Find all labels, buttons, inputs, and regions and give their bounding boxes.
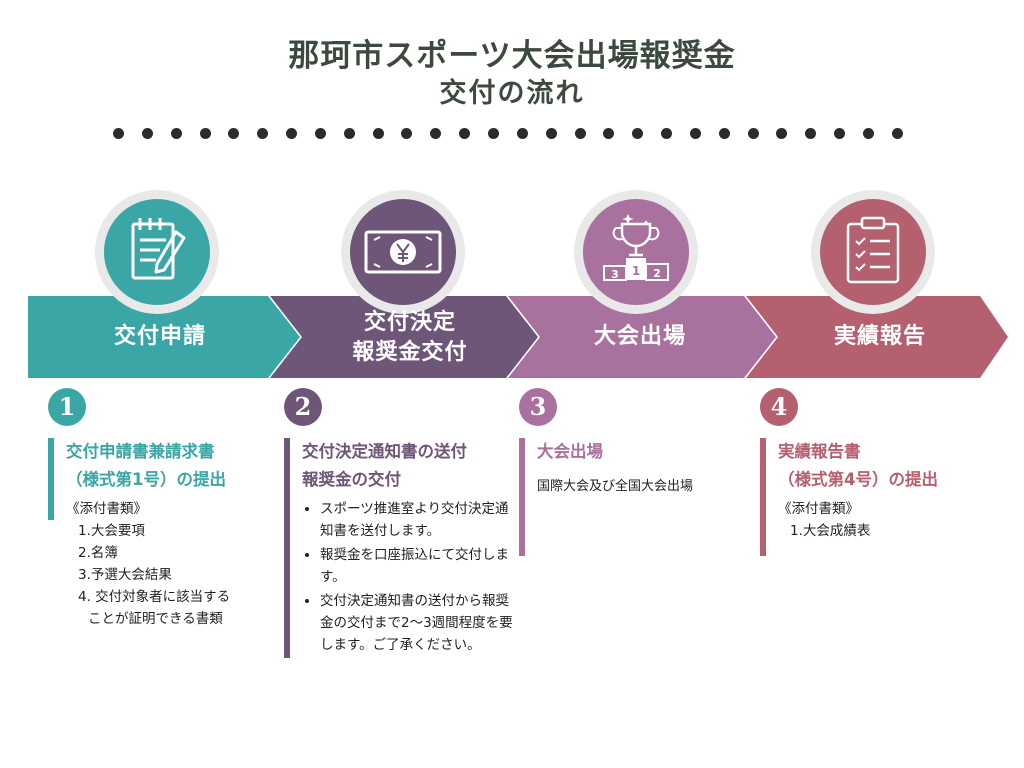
- flow-arrows: 3 1 2: [28, 190, 1008, 378]
- step-4-attach-title: 《添付書類》: [778, 501, 859, 517]
- page-title: 那珂市スポーツ大会出場報奨金 交付の流れ: [0, 36, 1024, 112]
- step-3-number: 3: [519, 388, 557, 426]
- step-3-label: 大会出場: [593, 324, 686, 349]
- step-3-text: 国際大会及び全国大会出場: [537, 479, 694, 494]
- step-1-number: 1: [48, 388, 86, 426]
- step-2-label-line-2: 報奨金交付: [352, 340, 468, 365]
- step-4-heading-line-2: （様式第4号）の提出: [778, 470, 938, 489]
- checklist-clipboard-icon: [811, 190, 935, 314]
- step-1-item-1: 1.大会要項: [78, 523, 145, 539]
- step-2-label: 交付決定 報奨金交付: [310, 308, 510, 368]
- step-2-bullet-1: スポーツ推進室より交付決定通知書を送付します。: [320, 498, 520, 542]
- step-4-detail: 実績報告書 （様式第4号）の提出 《添付書類》 1.大会成績表: [760, 438, 985, 556]
- step-2-heading-line-1: 交付決定通知書の送付: [302, 442, 467, 461]
- podium-first: 1: [632, 264, 640, 278]
- arrow-step-2: [270, 296, 538, 378]
- step-2-bullet-2: 報奨金を口座振込にて交付します。: [320, 544, 520, 588]
- step-2-heading: 交付決定通知書の送付 報奨金の交付: [302, 438, 520, 494]
- arrow-step-1: [28, 296, 300, 378]
- step-1-heading-line-1: 交付申請書兼請求書: [66, 442, 215, 461]
- step-1-detail: 交付申請書兼請求書 （様式第1号）の提出 《添付書類》 1.大会要項 2.名簿 …: [48, 438, 273, 630]
- step-1-item-2: 2.名簿: [78, 545, 118, 561]
- clipboard-pencil-icon: [95, 190, 219, 314]
- step-4-heading: 実績報告書 （様式第4号）の提出: [778, 438, 938, 494]
- title-line-2: 交付の流れ: [439, 78, 585, 109]
- podium-third: 3: [611, 268, 619, 281]
- arrow-step-3: [508, 296, 776, 378]
- podium-second: 2: [653, 267, 661, 280]
- step-1-heading: 交付申請書兼請求書 （様式第1号）の提出: [66, 438, 226, 494]
- step-4-label: 実績報告: [833, 324, 926, 349]
- step-1-attach-title: 《添付書類》: [66, 501, 147, 517]
- step-2-label-line-1: 交付決定: [363, 310, 456, 335]
- step-3-detail: 大会出場 国際大会及び全国大会出場: [519, 438, 744, 556]
- step-4-number: 4: [760, 388, 798, 426]
- step-2-detail: 交付決定通知書の送付 報奨金の交付 スポーツ推進室より交付決定通知書を送付します…: [284, 438, 520, 658]
- step-4-heading-line-1: 実績報告書: [778, 442, 861, 461]
- step-1-item-5: ことが証明できる書類: [88, 611, 223, 627]
- step-3-heading: 大会出場: [537, 442, 603, 461]
- step-2-bullet-3: 交付決定通知書の送付から報奨金の交付まで2～3週間程度を要します。ご了承ください…: [320, 590, 520, 656]
- arrow-step-4: [746, 296, 1008, 378]
- step-1-heading-line-2: （様式第1号）の提出: [66, 470, 226, 489]
- step-4-item-1: 1.大会成績表: [790, 523, 871, 539]
- yen-banknote-icon: [341, 190, 465, 314]
- step-1-label: 交付申請: [113, 324, 206, 349]
- step-1-item-4: 4. 交付対象者に該当する: [78, 589, 231, 605]
- trophy-podium-icon: 3 1 2: [574, 190, 698, 314]
- step-1-item-3: 3.予選大会結果: [78, 567, 172, 583]
- step-2-heading-line-2: 報奨金の交付: [302, 470, 401, 489]
- dotted-divider: [113, 126, 903, 140]
- title-line-1: 那珂市スポーツ大会出場報奨金: [288, 38, 736, 74]
- step-2-number: 2: [284, 388, 322, 426]
